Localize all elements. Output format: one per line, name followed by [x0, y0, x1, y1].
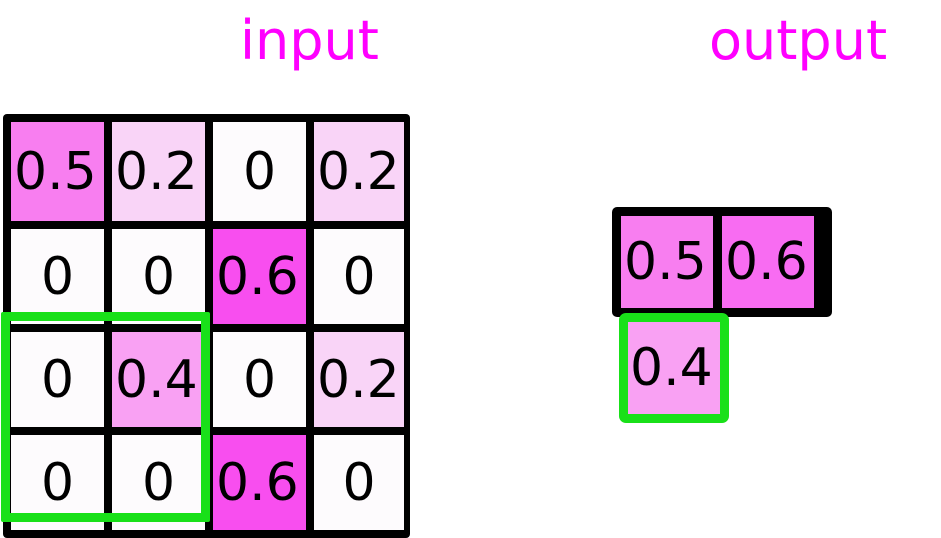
output-panel-title: output — [709, 9, 888, 72]
input-cell-r0c3[interactable]: 0.2 — [314, 122, 404, 221]
input-cell-r0c1[interactable]: 0.2 — [112, 122, 205, 221]
input-panel-title: input — [240, 9, 379, 72]
input-cell-r2c2[interactable]: 0 — [213, 332, 306, 427]
input-cell-r1c1[interactable]: 0 — [112, 229, 205, 324]
input-cell-r2c0[interactable]: 0 — [11, 332, 104, 427]
input-grid: 0.5 0.2 0 0.2 0 0 0.6 0 0 0.4 0 0.2 0 0 … — [3, 114, 410, 538]
input-cell-r3c1[interactable]: 0 — [112, 435, 205, 530]
input-cell-r1c3[interactable]: 0 — [314, 229, 404, 324]
input-cell-r1c0[interactable]: 0 — [11, 229, 104, 324]
input-cell-r0c2[interactable]: 0 — [213, 122, 306, 221]
input-cell-r3c3[interactable]: 0 — [314, 435, 404, 530]
output-cell-r0c0[interactable]: 0.5 — [621, 216, 713, 308]
output-grid: 0.5 0.6 — [612, 207, 832, 317]
output-cell-r0c1[interactable]: 0.6 — [722, 216, 814, 308]
output-cell-r1c0[interactable]: 0.4 — [628, 322, 720, 414]
input-cell-r3c2[interactable]: 0.6 — [213, 435, 306, 530]
input-cell-r2c3[interactable]: 0.2 — [314, 332, 404, 427]
input-cell-r0c0[interactable]: 0.5 — [11, 122, 104, 221]
input-cell-r2c1[interactable]: 0.4 — [112, 332, 205, 427]
input-cell-r3c0[interactable]: 0 — [11, 435, 104, 530]
input-cell-r1c2[interactable]: 0.6 — [213, 229, 306, 324]
